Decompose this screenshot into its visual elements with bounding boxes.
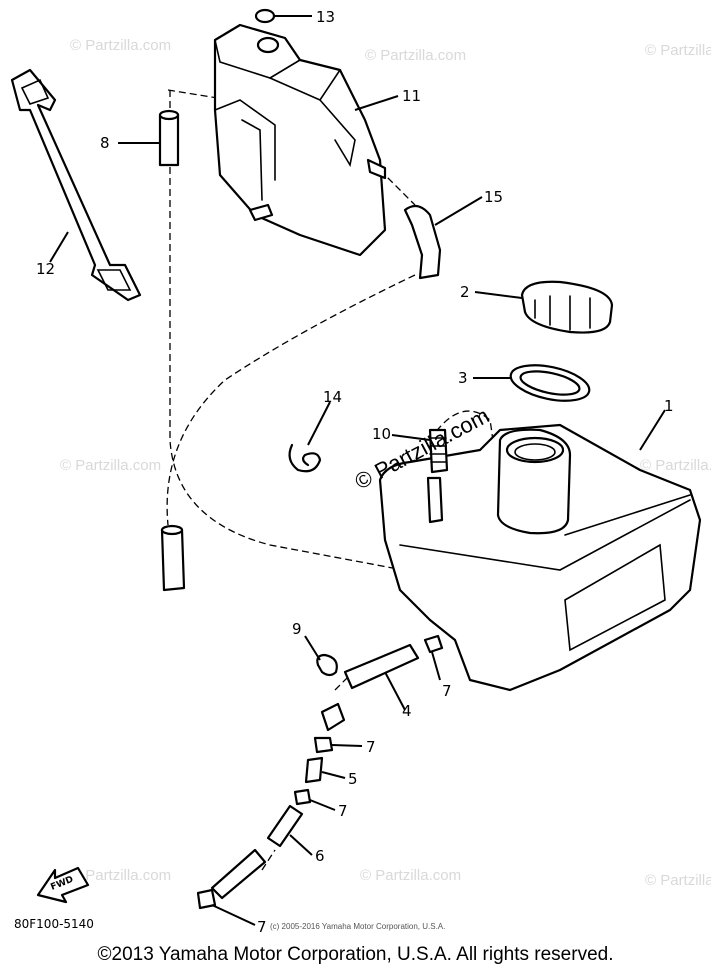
- vent-hose: [160, 524, 186, 592]
- watermark: © Partzilla.com: [640, 457, 711, 474]
- callout-13: 13: [316, 8, 335, 26]
- part-5-joint: [304, 756, 346, 784]
- callout-14: 14: [323, 388, 342, 406]
- callout-7: 7: [257, 918, 267, 936]
- part-8-hose: [118, 109, 180, 167]
- part-12-strap: [10, 68, 142, 302]
- part-7-clamps: [196, 634, 444, 926]
- callout-15: 15: [484, 188, 503, 206]
- watermark: © Partzilla.com: [60, 457, 161, 474]
- watermark: © Partzilla.com: [70, 37, 171, 54]
- part-15-bent-hose: [403, 196, 483, 280]
- callout-5: 5: [348, 770, 358, 788]
- watermark: © Partzilla.com: [645, 872, 711, 889]
- callout-11: 11: [402, 87, 421, 105]
- callout-1: 1: [664, 397, 674, 415]
- part-6-hoses: [210, 804, 313, 900]
- callout-numbers: 13 11 8 15 12 2 3 14 1 10 9 7 4 7 5 7 6 …: [36, 8, 674, 936]
- watermark: © Partzilla.com: [365, 47, 466, 64]
- part-13-cap: [254, 8, 312, 24]
- callout-3: 3: [458, 369, 468, 387]
- part-9-clamp: [304, 635, 338, 677]
- part-2-filler-cap: [474, 280, 614, 334]
- diagram-small-copyright: (c) 2005-2016 Yamaha Motor Corporation, …: [270, 922, 446, 931]
- watermark: © Partzilla.com: [645, 42, 711, 59]
- callout-12: 12: [36, 260, 55, 278]
- callout-7: 7: [442, 682, 452, 700]
- part-3-gasket: [473, 364, 591, 402]
- callout-6: 6: [315, 847, 325, 865]
- callout-8: 8: [100, 134, 110, 152]
- part-10-fitting: [391, 428, 449, 474]
- callout-2: 2: [460, 283, 470, 301]
- part-14-clip: [288, 401, 331, 473]
- footer-copyright: ©2013 Yamaha Motor Corporation, U.S.A. A…: [97, 944, 614, 965]
- diagram-part-code: 80F100-5140: [14, 917, 94, 931]
- part-4-fuel-hose: [320, 643, 420, 732]
- watermarks: © Partzilla.com © Partzilla.com © Partzi…: [60, 37, 711, 889]
- callout-10: 10: [372, 425, 391, 443]
- callout-7: 7: [338, 802, 348, 820]
- watermark: © Partzilla.com: [360, 867, 461, 884]
- fwd-arrow-icon: FWD: [36, 866, 90, 904]
- watermark: © Partzilla.com: [70, 867, 171, 884]
- part-1-fuel-tank: [378, 409, 702, 692]
- callout-4: 4: [402, 702, 412, 720]
- part-11-sub-tank: [213, 23, 399, 257]
- callout-9: 9: [292, 620, 302, 638]
- callout-7: 7: [366, 738, 376, 756]
